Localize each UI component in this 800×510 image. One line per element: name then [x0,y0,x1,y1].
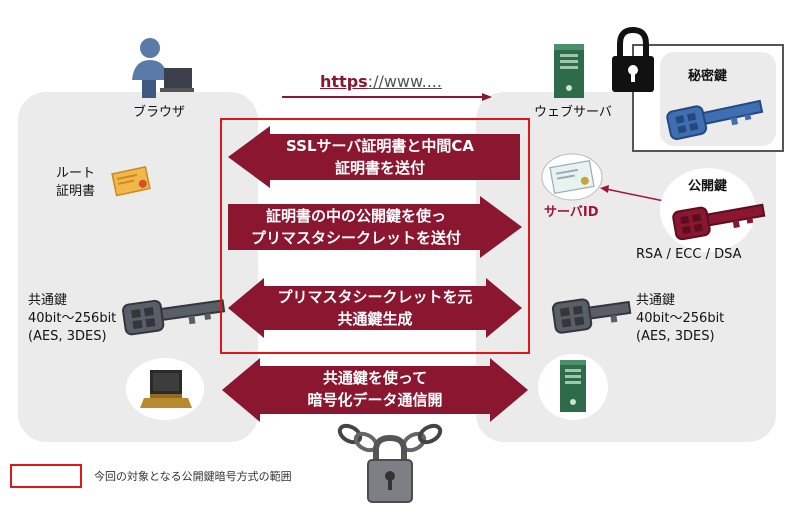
chain-lock-icon [337,423,443,503]
left-common-key-icon [122,299,226,336]
url-text: https://www.... [320,72,442,92]
private-key-icon [666,99,764,140]
legend-swatch [10,464,82,488]
arrow3-line2: 共通鍵生成 [337,310,413,328]
arrow4-line2: 暗号化データ通信開 [307,391,443,409]
arrow-encrypted-communication [222,358,528,422]
root-cert-label-1: ルート [56,166,96,181]
url-protocol: https [320,72,368,91]
legend-text: 今回の対象となる公開鍵暗号方式の範囲 [94,470,292,483]
root-cert-label-2: 証明書 [56,184,96,199]
arrow3-line1: プリマスタシークレットを元 [277,288,473,306]
user-icon [132,38,194,98]
right-key-label-2: 40bit～256bit [636,311,725,326]
server-icon [554,44,584,98]
url-rest: ://www.... [367,72,442,91]
web-server-label: ウェブサーバ [534,105,612,120]
arrow-certificate-send [228,126,520,188]
arrow1-line2: 証明書を送付 [334,159,425,177]
laptop-icon [140,370,192,408]
left-key-label-1: 共通鍵 [28,293,68,308]
right-key-label-1: 共通鍵 [636,293,676,308]
right-common-key-icon [551,298,632,334]
arrow1-line1: SSLサーバ証明書と中間CA [286,137,474,155]
arrow2-line1: 証明書の中の公開鍵を使っ [265,207,446,225]
server-id-label: サーバID [544,205,599,220]
public-key-label: 公開鍵 [688,179,728,194]
algorithms-label: RSA / ECC / DSA [636,247,742,262]
public-key-arrow [600,185,665,202]
private-key-label: 秘密鍵 [688,69,728,84]
left-key-label-3: (AES, 3DES) [28,329,107,344]
browser-label: ブラウザ [133,105,186,120]
arrow-premaster-send [228,196,522,258]
server-bottom-icon [560,360,586,412]
arrow2-line2: プリマスタシークレットを送付 [250,229,461,247]
right-key-label-3: (AES, 3DES) [636,329,715,344]
server-id-cert-icon [541,153,603,201]
left-key-label-2: 40bit～256bit [28,311,117,326]
url-arrow [282,93,492,101]
arrow-key-generation [228,278,522,338]
scope-box [220,118,530,354]
certificate-icon [111,166,151,197]
lock-icon [612,26,654,92]
public-key-icon [672,203,766,241]
arrow4-line1: 共通鍵を使って [322,369,428,387]
